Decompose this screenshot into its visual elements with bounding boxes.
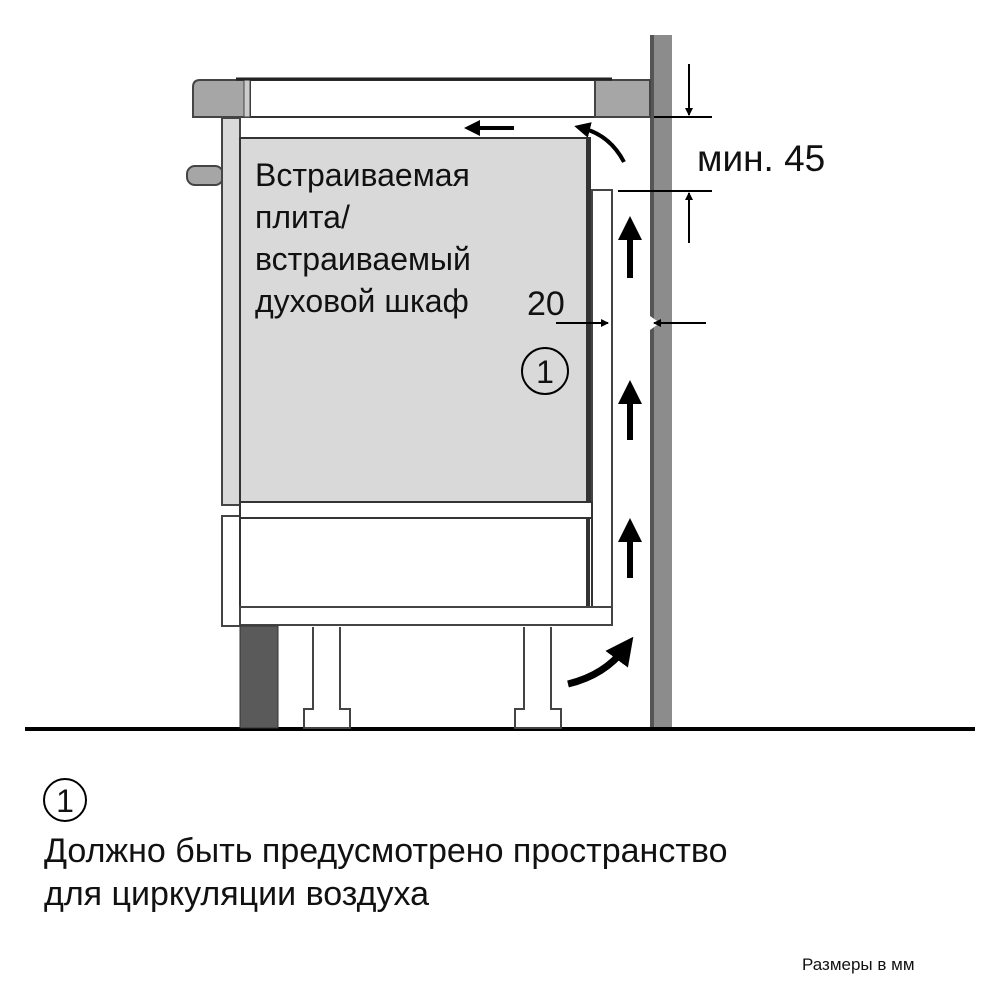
leg-left — [303, 627, 351, 729]
svg-text:1: 1 — [536, 354, 554, 390]
front-panel-upper — [221, 117, 241, 506]
cabinet — [239, 189, 613, 626]
callout-marker: 1 — [521, 347, 569, 395]
leg-right — [514, 627, 562, 729]
arrow-curved-top-icon — [574, 122, 626, 163]
legend-text: Должно быть предусмотрено пространство д… — [44, 832, 737, 913]
front-panel-lower — [221, 515, 241, 627]
wall — [650, 35, 672, 728]
units-note: Размеры в мм — [802, 955, 915, 974]
dimension-side-label: 20 — [527, 285, 565, 323]
appliance-label: Встраиваемая плита/ встраиваемый духовой… — [255, 157, 480, 319]
svg-text:1: 1 — [56, 783, 74, 819]
worktop — [192, 77, 651, 118]
dimension-min-45 — [618, 64, 712, 243]
plinth — [239, 625, 279, 729]
appliance-body — [239, 137, 591, 503]
legend-marker: 1 — [43, 778, 87, 822]
airflow-arrows — [464, 120, 642, 688]
arrow-curved-bottom-icon — [567, 636, 634, 688]
knob — [186, 165, 224, 186]
dimension-top-label: мин. 45 — [697, 138, 825, 179]
